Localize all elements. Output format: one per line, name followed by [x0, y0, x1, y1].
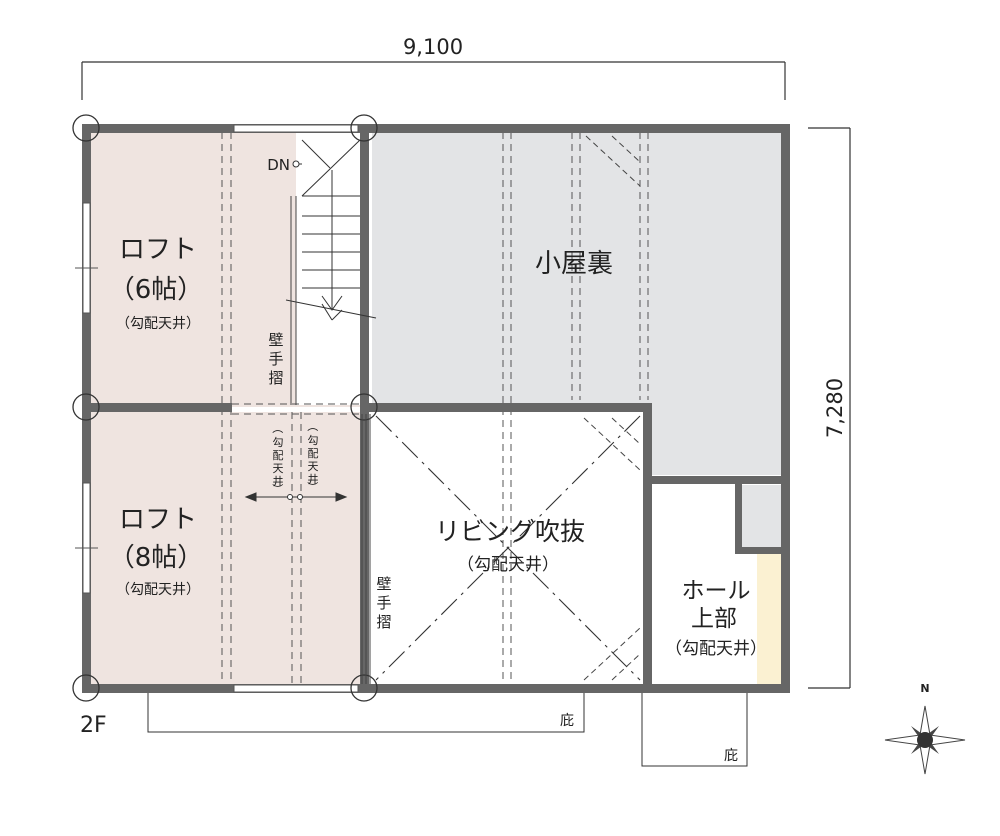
column-markers [72, 114, 378, 702]
loft-upper-name: ロフト [119, 235, 197, 265]
attic-fill [372, 132, 782, 405]
svg-text:（: （ [271, 423, 284, 434]
window-ticks [75, 267, 98, 549]
handrail-label-2: 壁 手 摺 [376, 575, 391, 631]
hall-fill-accent [757, 553, 782, 685]
ceiling-arrow [244, 492, 348, 502]
svg-text:）: ） [306, 482, 319, 493]
svg-text:配: 配 [308, 447, 319, 460]
svg-text:天: 天 [273, 462, 284, 475]
loft-lower-name: ロフト [119, 505, 197, 535]
sloped-ceiling-vertical-2: （ 勾 配 天 井 ） [306, 421, 319, 493]
loft-lower-size: （8帖） [109, 543, 204, 573]
eave-outlines [147, 693, 748, 767]
floor-label: 2F [80, 713, 107, 738]
eave-label-2: 庇 [724, 748, 738, 764]
loft-lower-ceiling: （勾配天井） [116, 582, 200, 598]
svg-text:井: 井 [308, 472, 319, 486]
svg-text:（: （ [306, 421, 319, 432]
compass-north-label: N [920, 682, 929, 695]
attic-fill-ext [650, 400, 782, 475]
living-void-name: リビング吹抜 [435, 517, 585, 546]
svg-text:摺: 摺 [268, 369, 283, 387]
svg-text:）: ） [271, 484, 284, 495]
eave-label-1: 庇 [560, 713, 574, 729]
stair [285, 139, 377, 321]
handrail-label-1: 壁 手 摺 [268, 331, 283, 387]
svg-text:手: 手 [376, 594, 391, 612]
svg-text:勾: 勾 [308, 434, 319, 447]
handrail-lines [290, 196, 371, 684]
loft-upper-size: （6帖） [109, 275, 204, 305]
hall-void-ceiling: （勾配天井） [665, 639, 767, 659]
svg-text:壁: 壁 [268, 331, 283, 349]
stair-dn-dot [292, 160, 300, 168]
depth-dimension [808, 127, 851, 689]
windows [82, 124, 359, 693]
width-dimension [81, 61, 786, 100]
svg-text:摺: 摺 [376, 613, 391, 631]
svg-text:井: 井 [273, 474, 284, 488]
stair-fill [296, 132, 360, 405]
loft-lower-fill [90, 412, 362, 686]
stair-dn-label: DN [267, 156, 290, 174]
svg-text:配: 配 [273, 449, 284, 462]
svg-text:壁: 壁 [376, 575, 391, 593]
svg-text:手: 手 [268, 350, 283, 368]
compass-rose-icon [884, 705, 966, 775]
attic-name: 小屋裏 [535, 249, 613, 279]
hall-void-line1: ホール [682, 578, 751, 604]
svg-text:勾: 勾 [273, 436, 284, 449]
void-corner-hatch [583, 135, 641, 681]
loft-upper-ceiling: （勾配天井） [116, 316, 200, 332]
living-void-ceiling: （勾配天井） [457, 555, 559, 575]
closet-fill [740, 485, 782, 549]
void-diagonals [375, 415, 641, 681]
hall-void-line2: 上部 [691, 606, 737, 632]
svg-text:天: 天 [308, 460, 319, 473]
walls [82, 124, 790, 693]
sloped-ceiling-vertical-1: （ 勾 配 天 井 ） [271, 423, 284, 495]
width-dimension-label: 9,100 [403, 35, 463, 59]
depth-dimension-label: 7,280 [823, 378, 847, 438]
